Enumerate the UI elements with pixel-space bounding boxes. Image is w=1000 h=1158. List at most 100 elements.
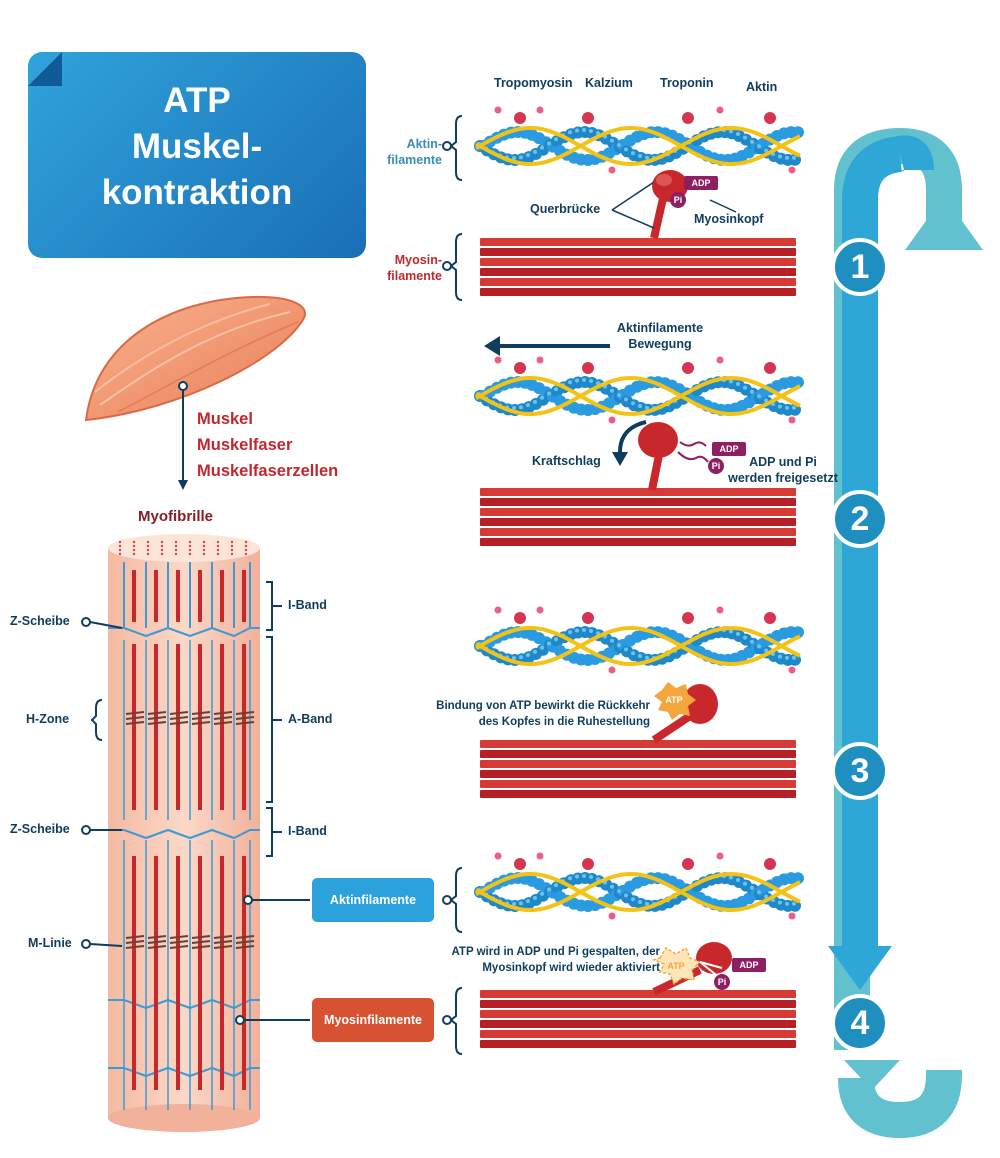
actin-highlight [540,891,544,896]
myosin-strand [480,538,796,546]
step3-line-1: Bindung von ATP bewirkt die Rückkehr [436,700,650,712]
actin-highlight [568,380,572,385]
fibril-dot [132,544,136,548]
actin-filament-2 [474,356,804,424]
calcium-ion [608,666,616,674]
tropomyosin-strand [475,375,801,417]
fibril-dot [216,552,220,556]
troponin-bead [682,858,694,870]
fibril-dot [230,552,234,556]
m-line-mark [235,721,255,725]
calcium-ion [608,416,616,424]
step-brackets [442,115,463,1055]
tropomyosin-strand [475,871,801,913]
actin-highlight [589,875,593,879]
cycle-step-3: 3 [831,742,889,800]
muscle-illustration [84,295,307,490]
actin-highlight [750,389,754,394]
actin-highlight [540,395,544,400]
troponin-bead [514,362,526,374]
atp-star-4 [651,946,702,986]
calcium-ion [494,852,502,860]
aktin-filamente-line-1: Aktin- [406,137,442,151]
cycle-step-2: 2 [831,490,889,548]
myosin-strand [480,1040,796,1048]
myosin-strand [480,740,796,748]
m-line-mark [125,721,145,725]
troponin-bead [764,112,776,124]
actin-highlight [624,647,628,652]
actin-highlight [757,644,761,649]
troponin-bead [764,612,776,624]
troponin-bead [582,112,594,124]
tropomyosin-strand [475,375,801,417]
myosin-strand [480,990,796,998]
m-line-mark [213,945,233,949]
actin-highlight [736,382,740,386]
actin-highlight [757,394,761,399]
actin-highlight [729,629,733,634]
actin-highlight [778,900,782,905]
fibril-dot [216,548,220,552]
actin-filament-3 [474,606,804,674]
m-line-mark [191,711,211,715]
myosin-strand [480,268,796,276]
label-muskelfaserzellen: Muskelfaserzellen [197,462,339,480]
m-line-mark [213,716,233,720]
myofibril-cylinder [108,534,260,1132]
calcium-ion [788,666,796,674]
calcium-ion [716,852,724,860]
calcium-ion [608,912,616,920]
myosin-strand [480,750,796,758]
title-line-2: Muskel- [131,127,263,166]
atp-label-3: ATP [665,695,682,705]
actin-highlight [519,901,523,906]
actin-highlight [512,406,516,410]
m-line-mark [147,711,167,715]
calcium-ion [536,106,544,114]
actin-highlight [533,149,537,154]
actin-bead [792,376,804,389]
actin-highlight [631,151,635,156]
label-z-scheibe-2: Z-Scheibe [10,822,70,836]
myosin-strand [480,770,796,778]
actin-highlight [519,655,523,660]
pi-badge-1: Pi [674,195,683,205]
actin-highlight [582,628,586,632]
aktin-filamente-line-2: filamente [387,153,442,167]
troponin-bead [514,858,526,870]
actin-highlight [638,654,642,658]
tropomyosin-strand [475,125,801,167]
actin-highlight [540,645,544,650]
label-troponin: Troponin [660,76,714,90]
actin-highlight [743,135,747,140]
tropomyosin-strand [475,871,801,913]
calcium-ion [536,356,544,364]
fibril-dot [118,552,122,556]
fibril-dot [160,544,164,548]
m-line-mark [169,711,189,715]
m-line-mark [169,945,189,949]
troponin-bead [514,112,526,124]
actin-highlight [631,651,635,656]
fibril-dot [216,544,220,548]
actin-highlight [785,405,789,410]
troponin-bead [764,858,776,870]
myosin-strand [480,248,796,256]
actin-highlight [792,405,796,410]
actin-highlight [575,628,579,633]
fibril-dot [118,540,122,544]
actin-highlight [533,649,537,654]
actin-highlight [624,893,628,898]
actin-highlight [764,648,768,653]
actin-highlight [526,899,530,904]
adp-badge-4: ADP [739,960,758,970]
released-line-1: ADP und Pi [749,455,817,469]
actin-highlight [764,894,768,899]
actin-highlight [519,155,523,160]
label-z-scheibe-1: Z-Scheibe [10,614,70,628]
actin-highlight [582,874,586,878]
myosin-strand [480,288,796,296]
actin-highlight [736,132,740,136]
